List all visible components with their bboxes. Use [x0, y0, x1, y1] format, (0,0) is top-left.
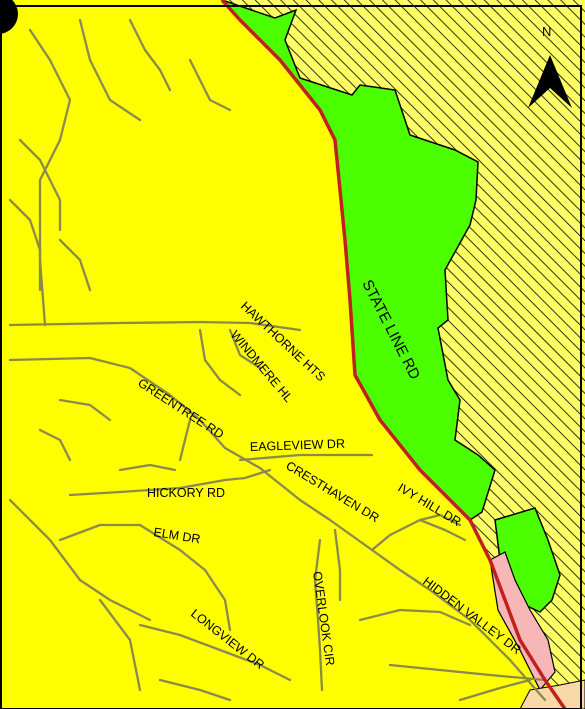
- map-frame: [0, 5, 582, 709]
- north-arrow-icon: [528, 55, 572, 108]
- north-arrow: N: [528, 24, 572, 108]
- north-label: N: [542, 24, 551, 39]
- peach-parcel: [519, 679, 585, 709]
- road-network: [8, 18, 547, 702]
- state-line: [220, 0, 567, 709]
- commercial-parcel: [489, 551, 556, 692]
- label-hickory-rd: HICKORY RD: [147, 486, 225, 500]
- corner-marker: [0, 0, 18, 34]
- label-eagleview-dr: EAGLEVIEW DR: [250, 437, 346, 454]
